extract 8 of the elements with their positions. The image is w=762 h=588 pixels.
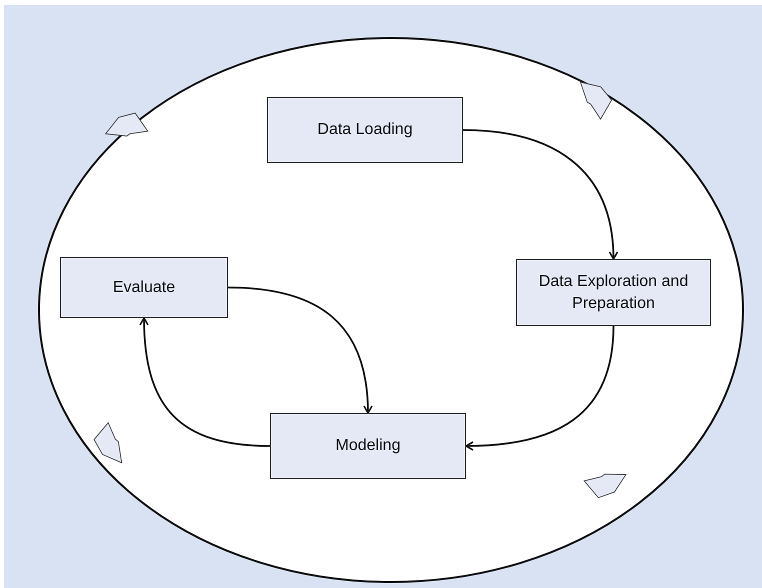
arrow bbox=[465, 326, 614, 451]
arrow bbox=[228, 286, 372, 414]
arrow bbox=[462, 129, 618, 260]
process-box: Data Loading bbox=[267, 97, 463, 163]
arrow bbox=[139, 317, 270, 447]
process-box: Data Exploration and Preparation bbox=[516, 259, 711, 326]
process-box: Evaluate bbox=[60, 257, 228, 318]
process-box: Modeling bbox=[270, 413, 466, 479]
